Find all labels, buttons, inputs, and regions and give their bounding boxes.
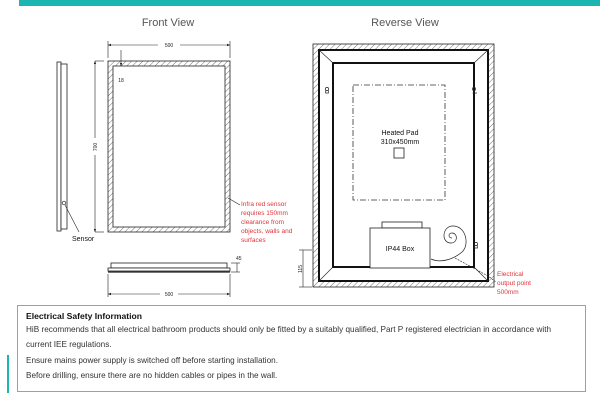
safety-line: HiB recommends that all electrical bathr… bbox=[26, 325, 552, 350]
sensor-note-line: Infra red sensor bbox=[241, 201, 287, 208]
width-dimension: 500 bbox=[165, 43, 174, 49]
accent-bar bbox=[7, 355, 9, 393]
header-bar bbox=[19, 0, 600, 6]
sensor-note-line: requires 150mm bbox=[241, 210, 288, 217]
heated-pad-label: Heated Pad bbox=[382, 130, 419, 137]
sensor-note-line: surfaces bbox=[241, 237, 266, 244]
border-dimension: 18 bbox=[118, 78, 124, 84]
keyhole-icon bbox=[474, 242, 478, 249]
sensor-icon bbox=[61, 200, 67, 206]
reverse-view-title: Reverse View bbox=[371, 17, 439, 29]
output-note: Electrical output point 500mm bbox=[497, 271, 531, 296]
output-note-line: Electrical bbox=[497, 271, 524, 278]
sensor-note: Infra red sensor requires 150mm clearanc… bbox=[241, 201, 293, 244]
keyhole-icon bbox=[472, 87, 477, 94]
sensor-note-line: objects, walls and bbox=[241, 228, 293, 235]
height-dimension: 700 bbox=[93, 143, 99, 152]
depth-dimension: 45 bbox=[236, 256, 242, 262]
reverse-view: Heated Pad 310x450mm IP44 Box 115 Electr… bbox=[298, 43, 531, 296]
heated-pad-size: 310x450mm bbox=[381, 139, 420, 146]
cable-coil-icon bbox=[430, 225, 467, 262]
front-view-title: Front View bbox=[142, 17, 194, 29]
electrical-safety-panel: Electrical Safety Information HiB recomm… bbox=[17, 305, 586, 392]
safety-line: Ensure mains power supply is switched of… bbox=[26, 355, 278, 365]
bottom-width-dimension: 500 bbox=[165, 292, 174, 298]
safety-line: Before drilling, ensure there are no hid… bbox=[26, 370, 278, 380]
sensor-label: Sensor bbox=[72, 236, 95, 243]
sensor-note-line: clearance from bbox=[241, 219, 284, 226]
front-view: 500 18 700 Sensor Infra red sensor requi… bbox=[56, 41, 293, 298]
box-height-dimension: 115 bbox=[298, 265, 304, 273]
keyhole-icon bbox=[325, 87, 329, 94]
safety-heading: Electrical Safety Information bbox=[26, 311, 143, 321]
output-note-line: output point bbox=[497, 280, 531, 287]
ip44-box-label: IP44 Box bbox=[386, 246, 415, 253]
output-note-line: 500mm bbox=[497, 289, 519, 296]
